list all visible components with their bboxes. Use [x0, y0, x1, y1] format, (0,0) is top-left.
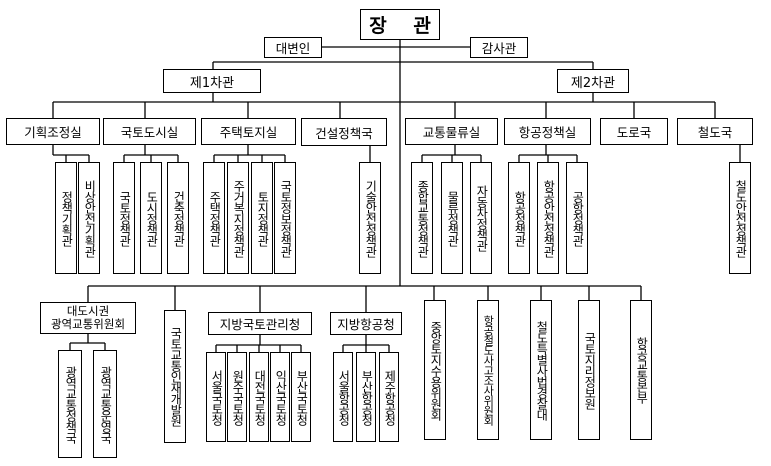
division-railway-box: 철도국 [677, 118, 753, 145]
auditor-box: 감사관 [470, 37, 528, 58]
unit-aviation-safety-box: 항공안전정책관 [537, 162, 559, 274]
division-land-urban-box: 국토도시실 [103, 118, 196, 145]
land-expropriation-committee-box: 중앙토지수용위원회 [424, 300, 446, 440]
regional-aviation-office-box: 지방항공청 [330, 312, 402, 335]
unit-automobile-policy-box: 자동차정책관 [470, 162, 492, 274]
vice-minister-2-box: 제2차관 [557, 69, 629, 93]
unit-emergency-safety-box: 비상안전기획관 [78, 162, 100, 274]
division-planning-box: 기획조정실 [6, 118, 100, 145]
metro-transport-commission-label: 대도시권 광역교통위원회 [50, 304, 126, 331]
hr-development-institute-box: 국토교통인재개발원 [164, 310, 186, 443]
unit-urban-policy-box: 도시정책관 [140, 162, 162, 274]
accident-investigation-board-box: 항공철도사고조사위원회 [477, 300, 499, 440]
air-traffic-headquarters-box: 항공교통본부 [630, 300, 652, 440]
unit-logistics-policy-box: 물류정책관 [441, 162, 463, 274]
regional-land-management-box: 지방국토관리청 [208, 312, 312, 335]
spokesperson-box: 대변인 [264, 37, 322, 58]
division-construction-policy-box: 건설정책국 [301, 118, 387, 146]
unit-daejeon-land-office-box: 대전국토청 [249, 352, 269, 442]
unit-housing-policy-box: 주택정책관 [203, 162, 225, 274]
unit-land-policy-2-box: 토지정책관 [251, 162, 273, 274]
minister-box: 장 관 [360, 9, 440, 40]
unit-land-policy-box: 국토정책관 [113, 162, 135, 274]
unit-comprehensive-transport-box: 종합교통정책관 [411, 162, 433, 274]
unit-architecture-policy-box: 건축정책관 [167, 162, 189, 274]
unit-metro-transport-policy-box: 광역교통정책국 [58, 350, 82, 458]
unit-busan-aviation-office-box: 부산항공청 [356, 352, 376, 442]
division-housing-land-box: 주택토지실 [201, 118, 296, 145]
division-aviation-policy-box: 항공정책실 [504, 118, 591, 145]
unit-iksan-land-office-box: 익산국토청 [270, 352, 290, 442]
geographic-information-institute-box: 국토지리정보원 [578, 300, 600, 440]
unit-housing-welfare-box: 주거복지정책관 [227, 162, 249, 274]
unit-seoul-land-office-box: 서울국토청 [206, 352, 226, 442]
unit-tech-safety-box: 기술안전정책관 [359, 162, 381, 274]
unit-aviation-policy-box: 항공정책관 [508, 162, 530, 274]
unit-airport-policy-box: 공항정책관 [566, 162, 588, 274]
metro-transport-commission-box: 대도시권 광역교통위원회 [40, 302, 136, 334]
vice-minister-1-box: 제1차관 [163, 69, 261, 93]
unit-railway-safety-box: 철도안전정책관 [729, 162, 751, 274]
unit-policy-planning-box: 정책기획관 [55, 162, 77, 274]
unit-jeju-aviation-office-box: 제주항공청 [379, 352, 399, 442]
unit-busan-land-office-box: 부산국토청 [291, 352, 311, 442]
unit-wonju-land-office-box: 원주국토청 [227, 352, 247, 442]
unit-seoul-aviation-office-box: 서울항공청 [333, 352, 353, 442]
division-transport-logistics-box: 교통물류실 [405, 118, 498, 145]
unit-metro-transport-operation-box: 광역교통운영국 [93, 350, 117, 458]
division-roads-box: 도로국 [600, 118, 668, 145]
unit-land-info-policy-box: 국토정보정책관 [274, 162, 296, 274]
railway-special-police-box: 철도특별사법경찰대 [530, 300, 552, 440]
